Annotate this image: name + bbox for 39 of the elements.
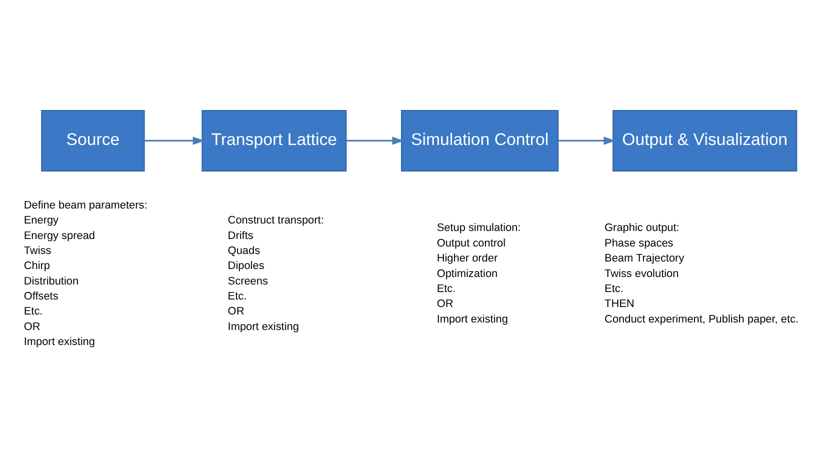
node-label: Drifts: [228, 230, 254, 242]
node-label: Import existing: [228, 320, 299, 333]
node-label: Energy spread: [24, 230, 95, 242]
node-label: Conduct experiment, Publish paper, etc.: [604, 313, 799, 326]
node-label: Etc.: [24, 306, 43, 318]
arrow: [144, 136, 205, 145]
node-label: Graphic output:: [604, 222, 680, 234]
node-label: Offsets: [24, 290, 58, 302]
node-label: Distribution: [24, 275, 79, 288]
node-label: Optimization: [436, 268, 498, 280]
node-label: Define beam parameters:: [24, 199, 148, 212]
arrow: [558, 136, 616, 145]
node-label: OR: [228, 306, 244, 318]
node-label: Setup simulation:: [436, 222, 521, 234]
node-label: Import existing: [24, 336, 95, 348]
node-label: Higher order: [436, 252, 498, 265]
node-label: Energy: [24, 214, 59, 227]
node-label: Dipoles: [228, 260, 264, 272]
node-label: Twiss: [24, 244, 52, 257]
node-label: Chirp: [24, 260, 50, 272]
node-box: Source: [41, 110, 145, 172]
node-label: Beam Trajectory: [604, 252, 684, 265]
node-label: Screens: [228, 275, 268, 288]
node-label: Etc.: [604, 282, 624, 295]
node-label: Construct transport:: [228, 214, 324, 227]
node-label: Etc.: [228, 290, 247, 302]
node-box: Output & Visualization: [612, 110, 798, 172]
node-label: OR: [436, 298, 454, 310]
node-label: Quads: [228, 244, 260, 257]
node-label: THEN: [604, 298, 634, 310]
node-label: OR: [24, 320, 40, 333]
node-label: Output control: [436, 237, 506, 250]
node-box: Simulation Control: [401, 110, 559, 172]
node-label: Import existing: [436, 313, 508, 326]
node-box: Transport Lattice: [202, 110, 347, 172]
arrow: [346, 136, 404, 145]
node-label: Etc.: [436, 282, 456, 295]
node-label: Phase spaces: [604, 237, 674, 250]
node-label: Twiss evolution: [604, 268, 679, 280]
